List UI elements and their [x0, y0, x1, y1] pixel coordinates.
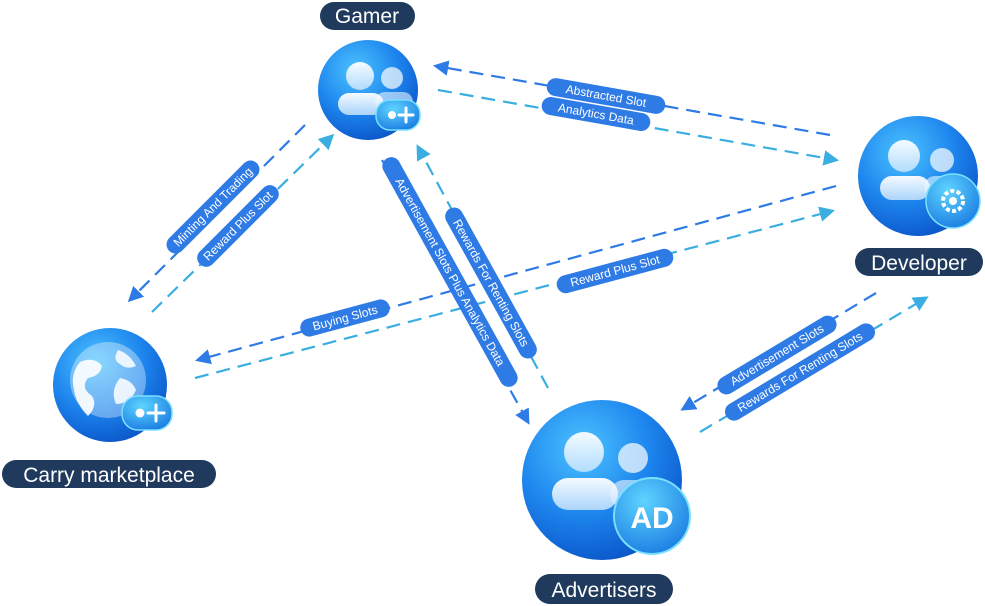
globe-icon: [70, 342, 146, 418]
edge-marketplace-to-developer: [194, 206, 835, 380]
node-gamer: Gamer: [318, 2, 421, 140]
node-marketplace: Carry marketplace: [2, 328, 216, 488]
gamepad-plus-icon: [375, 99, 421, 131]
gamer-title: Gamer: [335, 5, 399, 28]
ad-badge-icon: AD: [613, 477, 691, 555]
advertisers-title-pill: [535, 574, 673, 604]
marketplace-title-pill: [2, 460, 216, 488]
edge-label-buying-slots-text: Buying Slots: [311, 303, 379, 334]
node-developer: Developer: [855, 116, 983, 276]
gear-icon: [925, 173, 981, 229]
gamer-title-pill: [320, 2, 415, 30]
advertisers-title: Advertisers: [551, 579, 656, 602]
ad-badge-text: AD: [630, 502, 673, 535]
developer-title: Developer: [871, 252, 967, 275]
marketplace-title: Carry marketplace: [23, 464, 195, 487]
edge-label-buying-slots: Buying Slots: [300, 299, 390, 337]
gamepad-plus-icon-marketplace: [121, 395, 173, 431]
edge-label-minting-and-trading-text: Minting And Trading: [171, 165, 256, 250]
edge-label-advertisement-slots-plus-analytics: Advertisement Slots Plus Analytics Data: [382, 157, 518, 387]
edge-labels: Abstracted Slot Analytics Data Minting A…: [166, 78, 876, 421]
edge-marketplace-to-gamer: [151, 133, 335, 313]
edge-label-reward-plus-slot-dm: Reward Plus Slot: [556, 248, 674, 294]
node-advertisers: AD Advertisers: [522, 400, 691, 604]
edge-label-reward-plus-slot-gm: Reward Plus Slot: [197, 185, 279, 267]
developer-title-pill: [855, 248, 983, 276]
